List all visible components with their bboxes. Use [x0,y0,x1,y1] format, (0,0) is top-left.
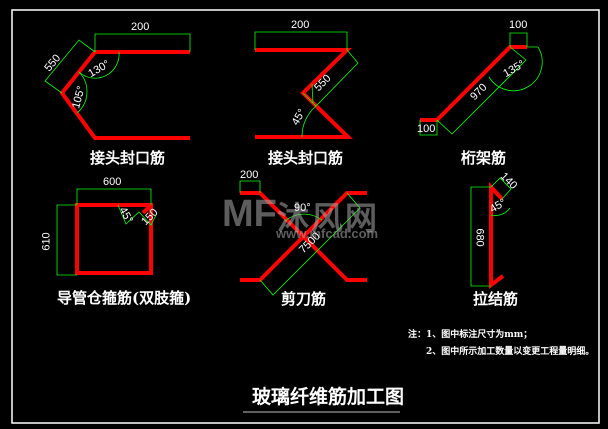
drawing-title: 玻璃纤维筋加工图 [252,386,405,408]
drawing-frame [11,9,600,424]
caption-shape3: 桁架筋 [461,149,507,167]
shape-3-rebar [420,45,527,122]
dim-shape5-end: 200 [240,169,259,181]
watermark-logo: MF [222,193,277,235]
notes-prefix: 注： [408,330,427,340]
caption-shape5: 剪刀筋 [281,290,327,308]
watermark-url: www.mfcad.com [276,226,379,241]
dim-shape3-bottom: 100 [417,123,436,135]
dim-shape4-width: 600 [103,176,122,188]
note-1: 1、图中标注尺寸为mm； [426,330,533,340]
dim-shape6-length: 680 [473,228,486,247]
shape-5-dimensions [239,180,361,296]
caption-shape2: 接头封口筋 [268,149,344,167]
watermark-brand: 沐风网 [277,200,380,236]
dim-shape5-angle: 90° [294,202,311,214]
shape-4-dimensions [56,188,158,276]
shape-1-dimensions [44,33,191,114]
shape-2-dimensions [254,31,359,138]
caption-shape4: 导管仓箍筋(双肢箍) [57,289,192,307]
shape-3-dimensions [419,32,543,136]
dim-shape4-height: 610 [40,232,53,251]
caption-shape6: 拉结筋 [473,290,519,308]
caption-shape1: 接头封口筋 [90,149,166,167]
shape-5-rebar [240,191,367,282]
shape-4-rebar [75,203,153,275]
shape-6-dimensions [470,177,512,287]
dim-shape2-top: 200 [291,19,310,31]
dim-shape1-top: 200 [131,21,150,33]
note-2: 2、图中所示加工数量以变更工程量明细。 [426,347,595,357]
dim-shape3-top: 100 [509,19,528,31]
shape-6-rebar [489,181,505,289]
